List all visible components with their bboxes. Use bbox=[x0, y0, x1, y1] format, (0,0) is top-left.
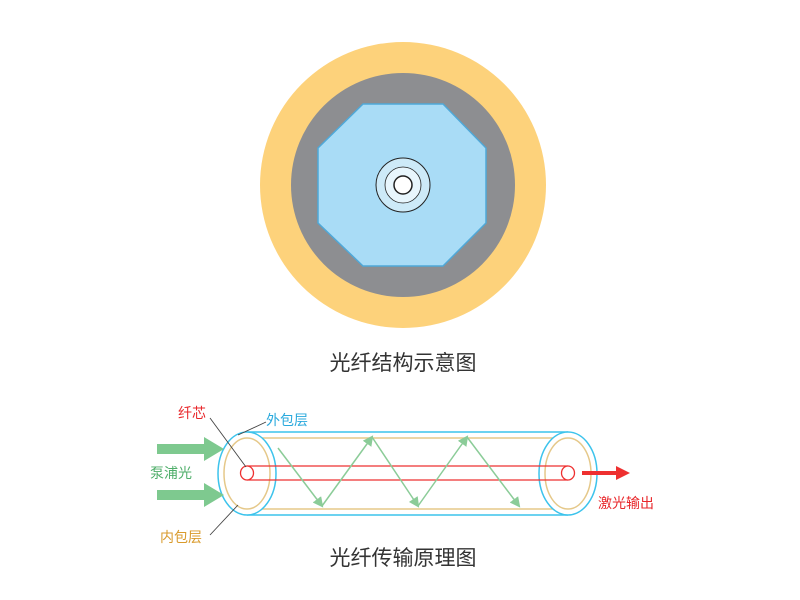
core-label: 纤芯 bbox=[178, 406, 206, 422]
pump-ray-4 bbox=[417, 435, 469, 507]
pump-light-label: 泵浦光 bbox=[150, 466, 192, 482]
core-left-end bbox=[239, 465, 255, 481]
pump-ray-3 bbox=[371, 436, 420, 508]
fiber-transmission bbox=[157, 417, 630, 536]
left-end-inner bbox=[223, 437, 271, 510]
pump-arrow-top bbox=[157, 437, 224, 461]
inner-cladding-leader-line bbox=[209, 504, 239, 536]
structure-caption: 光纤结构示意图 bbox=[330, 351, 477, 375]
core-right-end bbox=[560, 465, 576, 481]
inner-cladding-label: 内包层 bbox=[160, 530, 202, 546]
laser-output-arrowhead bbox=[616, 466, 630, 480]
transmission-caption: 光纤传输原理图 bbox=[330, 546, 477, 570]
outer-cladding-label: 外包层 bbox=[266, 413, 308, 429]
fiber-core bbox=[393, 175, 413, 195]
fiber-cross-section bbox=[260, 42, 546, 328]
laser-output-label: 激光输出 bbox=[598, 495, 654, 512]
pump-ray-1 bbox=[277, 447, 324, 508]
pump-ray-2 bbox=[321, 435, 374, 507]
pump-arrow-bottom bbox=[157, 483, 224, 507]
core-leader-line bbox=[209, 417, 247, 468]
pump-ray-5 bbox=[466, 436, 521, 508]
outer-cladding-leader-line bbox=[237, 421, 267, 436]
